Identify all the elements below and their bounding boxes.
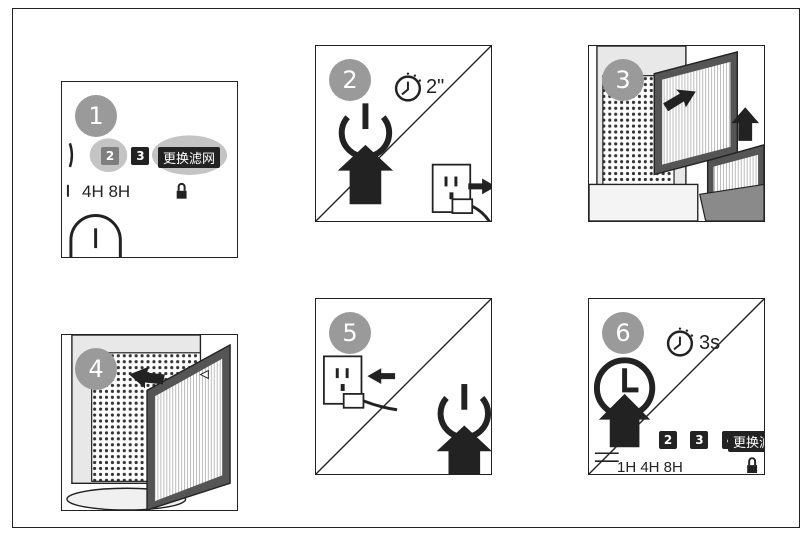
unplug-arrow-icon xyxy=(468,178,491,195)
timer-icon xyxy=(394,72,422,102)
step-6-panel: 6 3s 2 3 4 更换滤 1H 4H 8H xyxy=(588,298,765,475)
key-2: 2 xyxy=(659,431,677,449)
step-3-panel: 3 xyxy=(588,45,765,222)
step-5-illustration xyxy=(316,299,491,474)
filter-reset-label: 更换滤 xyxy=(728,431,764,452)
step-number-badge: 4 xyxy=(75,348,117,390)
step-number-badge: 2 xyxy=(329,59,371,101)
press-arrow-icon xyxy=(337,144,394,205)
step-5-panel: 5 xyxy=(315,298,492,475)
timer-options: 1H 4H 8H xyxy=(617,459,683,475)
hold-time-label: 2" xyxy=(426,76,445,98)
filter-panel xyxy=(146,343,231,510)
filter-panel xyxy=(653,51,738,176)
step-2-illustration xyxy=(316,46,491,221)
lock-icon xyxy=(176,182,187,199)
lift-arrow-icon xyxy=(731,107,760,141)
step-4-panel: 4 xyxy=(61,334,238,511)
instruction-frame xyxy=(12,8,800,528)
step-6-illustration xyxy=(589,299,764,474)
step-2-panel: 2 2" xyxy=(315,45,492,222)
plug-icon xyxy=(451,198,491,221)
timer-options: 4H 8H xyxy=(82,182,131,201)
press-arrow-icon xyxy=(436,425,491,474)
pull-arrow-icon xyxy=(663,89,696,112)
insert-arrow-icon xyxy=(129,366,165,389)
step-1-panel: 1 2 3 4 更换滤网 4H 8H xyxy=(61,81,238,258)
key-row: 2 3 4 xyxy=(659,431,740,449)
lock-icon xyxy=(747,457,758,474)
filter-in-bag xyxy=(699,144,764,221)
key-2: 2 xyxy=(101,147,119,165)
step-number-badge: 5 xyxy=(329,312,371,354)
plug-icon xyxy=(342,393,398,412)
hold-time-label: 3s xyxy=(699,332,721,354)
step-4-illustration xyxy=(66,335,231,510)
step-number-badge: 3 xyxy=(602,59,644,101)
timer-icon xyxy=(666,327,694,357)
step-number-badge: 6 xyxy=(602,312,644,354)
press-arrow-icon xyxy=(598,393,651,448)
plug-in-arrow-icon xyxy=(367,368,396,385)
filter-reset-label: 更换滤网 xyxy=(158,147,221,168)
step-number-badge: 1 xyxy=(75,95,117,137)
key-3: 3 xyxy=(690,431,709,449)
key-3: 3 xyxy=(131,147,150,165)
